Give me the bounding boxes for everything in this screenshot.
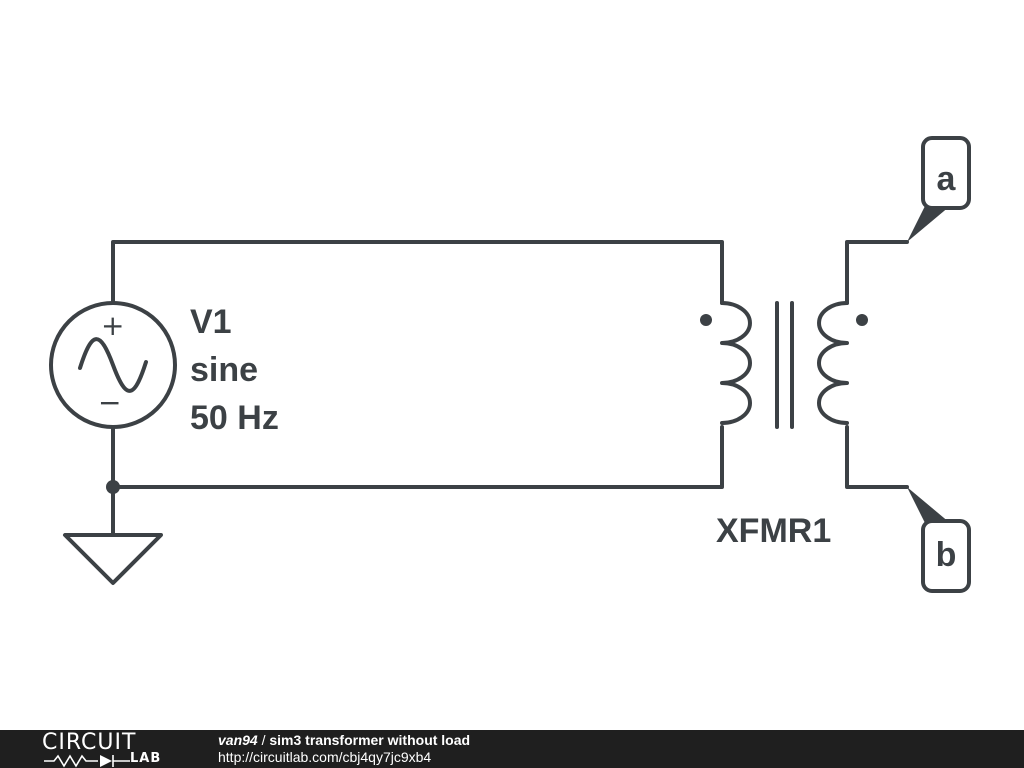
- junction-node: [106, 480, 120, 494]
- port-a-label: a: [937, 160, 957, 198]
- transformer-name-label: XFMR1: [716, 512, 831, 550]
- footer-bar: CIRCUIT LAB van94 / sim3 transformer wit…: [0, 730, 1024, 768]
- source-plus-sign: +: [101, 309, 124, 342]
- port-b-label: b: [936, 536, 957, 574]
- primary-polarity-dot: [700, 314, 712, 326]
- wire-top[interactable]: [111, 240, 724, 305]
- circuit-title[interactable]: sim3 transformer without load: [269, 732, 471, 748]
- voltage-source-v1[interactable]: + −: [49, 301, 177, 429]
- secondary-polarity-dot: [856, 314, 868, 326]
- circuitlab-logo[interactable]: CIRCUIT LAB: [42, 732, 182, 768]
- transformer-xfmr1[interactable]: [700, 301, 868, 429]
- resistor-diode-icon: [44, 754, 130, 768]
- logo-text-top: CIRCUIT: [42, 730, 137, 755]
- circuit-url[interactable]: http://circuitlab.com/cbj4qy7jc9xb4: [218, 749, 432, 765]
- logo-text-bottom: LAB: [130, 751, 162, 766]
- wire-secondary-bottom[interactable]: [845, 425, 909, 489]
- source-name-label: V1: [190, 303, 232, 341]
- port-b[interactable]: b: [907, 487, 971, 593]
- author-link[interactable]: van94: [218, 732, 258, 748]
- source-type-label: sine: [190, 351, 258, 389]
- circuit-meta: van94 / sim3 transformer without load ht…: [218, 732, 470, 766]
- wire-bottom[interactable]: [111, 425, 724, 489]
- wire-secondary-top[interactable]: [845, 240, 909, 305]
- ground-symbol[interactable]: [63, 533, 163, 585]
- source-frequency-label: 50 Hz: [190, 399, 279, 437]
- circuit-schematic: + − V1 sine 50 Hz XFMR1 a b: [49, 136, 971, 593]
- port-a[interactable]: a: [907, 136, 971, 242]
- title-separator: /: [257, 732, 270, 748]
- source-minus-sign: −: [98, 386, 121, 419]
